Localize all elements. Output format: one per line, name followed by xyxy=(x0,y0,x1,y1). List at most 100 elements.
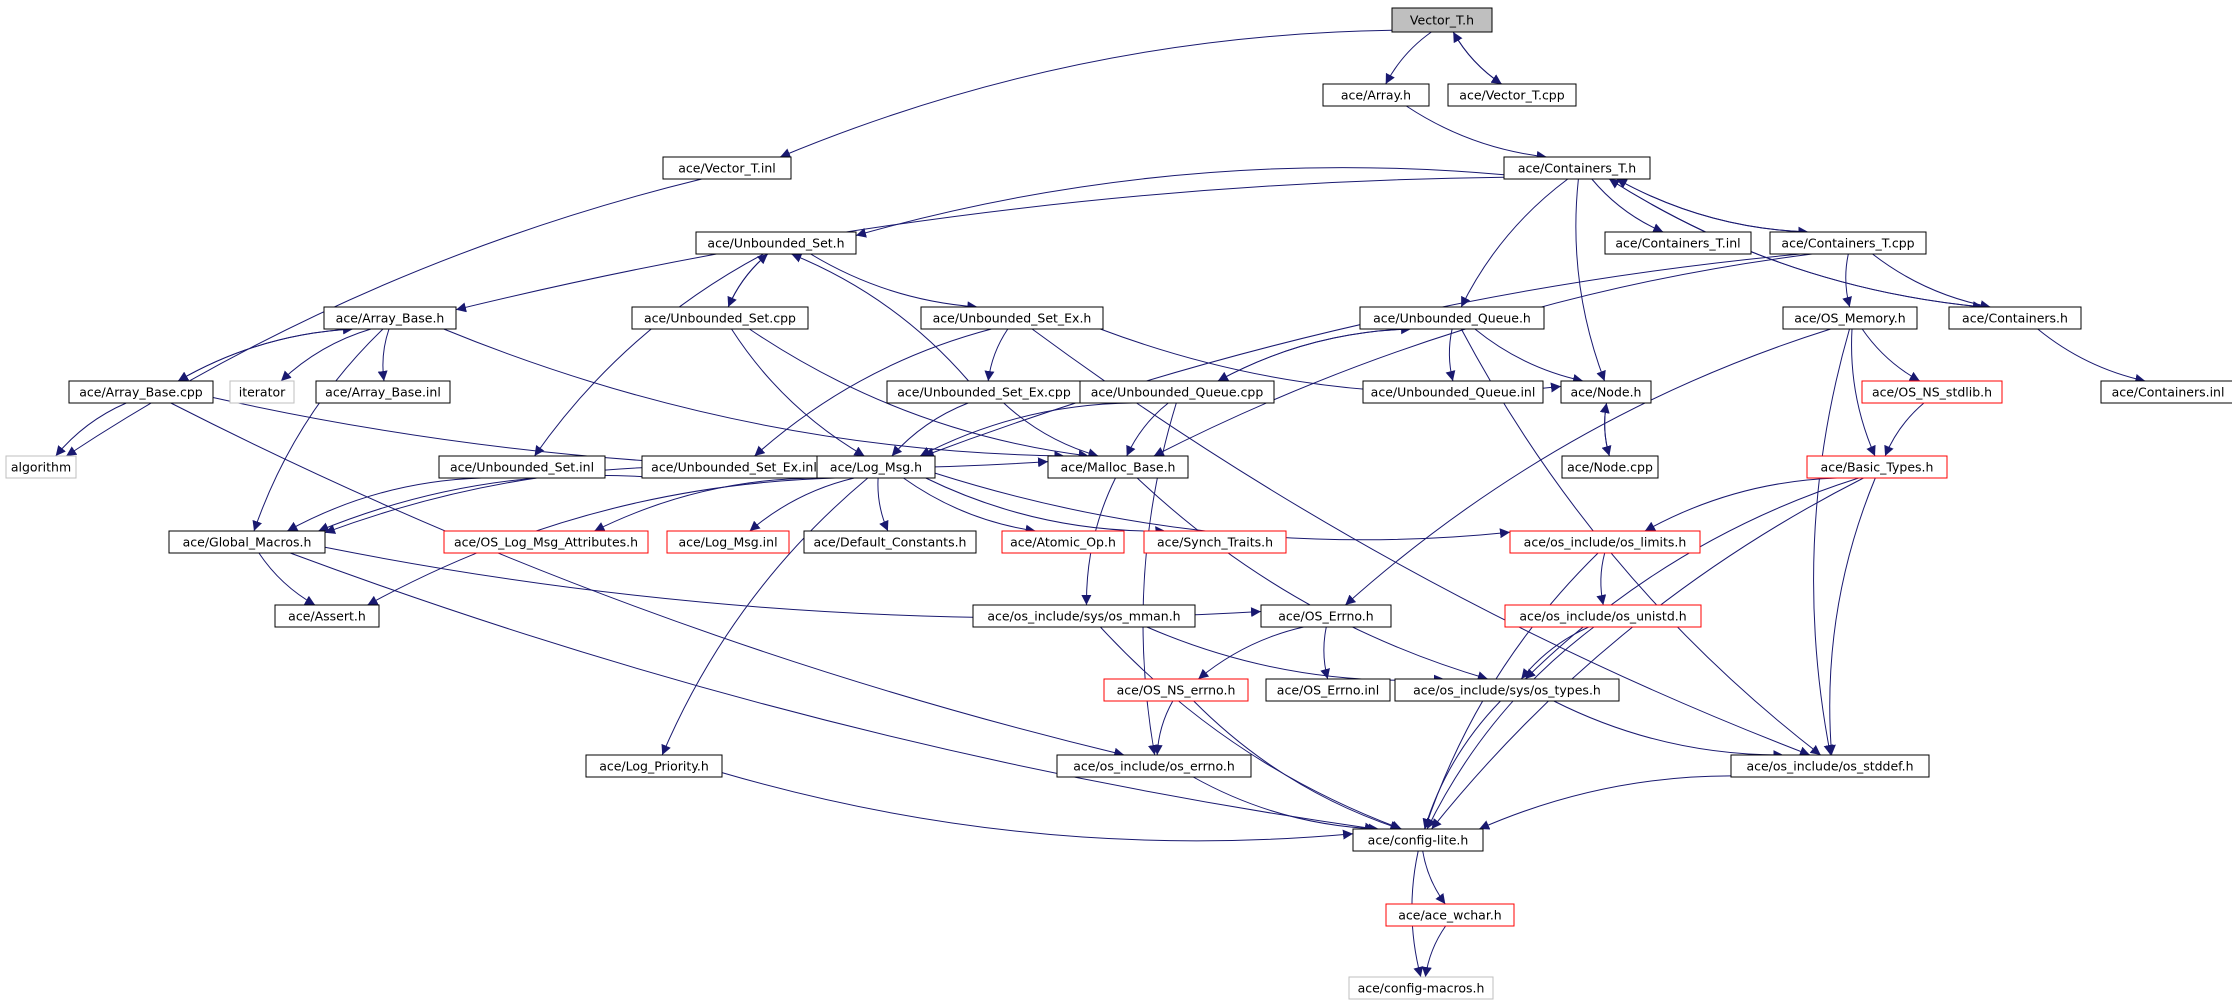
edge-containers_t_cpp-to-containers_h xyxy=(1872,253,1991,311)
node-box xyxy=(1359,306,1545,330)
edge-basic_types_h-to-os_types_h xyxy=(1524,477,1859,680)
edge-global_macros_h-to-config_lite_h xyxy=(290,552,1375,833)
node-assert-h[interactable]: ace/Assert.h xyxy=(274,604,380,628)
node-os-types-h[interactable]: ace/os_include/sys/os_types.h xyxy=(1394,678,1620,702)
node-box xyxy=(1861,380,2003,404)
node-label: ace/OS_Errno.inl xyxy=(1277,683,1379,698)
node-basic-types-h[interactable]: ace/Basic_Types.h xyxy=(1806,455,1948,479)
node-label: ace/Containers_T.cpp xyxy=(1781,236,1914,251)
node-box xyxy=(1504,604,1702,628)
node-unbounded-set-inl[interactable]: ace/Unbounded_Set.inl xyxy=(438,455,606,479)
node-iterator[interactable]: iterator xyxy=(229,380,295,404)
node-array-base-inl[interactable]: ace/Array_Base.inl xyxy=(315,380,451,404)
node-log-priority-h[interactable]: ace/Log_Priority.h xyxy=(585,754,723,778)
node-label: ace/os_include/os_errno.h xyxy=(1073,759,1235,774)
node-unbounded-set-h[interactable]: ace/Unbounded_Set.h xyxy=(695,231,857,255)
node-unbounded-set-ex-cpp[interactable]: ace/Unbounded_Set_Ex.cpp xyxy=(886,380,1082,404)
edge-containers_t_h-to-unbounded_set_h xyxy=(855,167,1505,238)
node-box xyxy=(1352,828,1484,852)
node-synch-traits-h[interactable]: ace/Synch_Traits.h xyxy=(1143,530,1287,554)
edge-array_base_cpp-to-array_base_h xyxy=(177,324,354,382)
node-os-log-msg-attributes-h[interactable]: ace/OS_Log_Msg_Attributes.h xyxy=(443,530,649,554)
edge-os_unistd_h-to-config_lite_h xyxy=(1426,626,1595,830)
node-array-base-h[interactable]: ace/Array_Base.h xyxy=(323,306,457,330)
node-containers-h[interactable]: ace/Containers.h xyxy=(1948,306,2082,330)
node-label: ace/Array_Base.h xyxy=(336,311,445,326)
node-log-msg-h[interactable]: ace/Log_Msg.h xyxy=(816,455,936,479)
edge-basic_types_h-to-os_limits_h xyxy=(1644,477,1838,532)
node-label: ace/Atomic_Op.h xyxy=(1010,535,1116,550)
node-log-msg-inl[interactable]: ace/Log_Msg.inl xyxy=(666,530,790,554)
node-box xyxy=(1265,678,1391,702)
node-containers-inl[interactable]: ace/Containers.inl xyxy=(2100,380,2232,404)
node-box xyxy=(68,380,214,404)
node-ace-wchar-h[interactable]: ace/ace_wchar.h xyxy=(1385,903,1515,927)
edge-unbounded_set_cpp-to-log_msg_h xyxy=(731,328,865,457)
node-box xyxy=(1806,455,1948,479)
node-vector-t-inl[interactable]: ace/Vector_T.inl xyxy=(662,156,792,180)
node-os-stddef-h[interactable]: ace/os_include/os_stddef.h xyxy=(1730,754,1930,778)
edge-unbounded_set_ex_cpp-to-malloc_base_h xyxy=(1003,402,1099,459)
node-vector-t-cpp[interactable]: ace/Vector_T.cpp xyxy=(1447,83,1577,107)
node-array-h[interactable]: ace/Array.h xyxy=(1322,83,1430,107)
node-os-ns-errno-h[interactable]: ace/OS_NS_errno.h xyxy=(1103,678,1249,702)
node-box xyxy=(1782,306,1918,330)
edge-log_msg_h-to-log_priority_h xyxy=(661,477,869,756)
node-config-lite-h[interactable]: ace/config-lite.h xyxy=(1352,828,1484,852)
node-os-errno-inl[interactable]: ace/OS_Errno.inl xyxy=(1265,678,1391,702)
edge-vector_t_h-to-array_h xyxy=(1385,31,1432,85)
edge-vector_t_cpp-to-vector_t_h xyxy=(1452,31,1502,85)
node-unbounded-queue-inl[interactable]: ace/Unbounded_Queue.inl xyxy=(1362,380,1544,404)
node-box xyxy=(803,530,977,554)
edge-os_ns_stdlib_h-to-basic_types_h xyxy=(1884,402,1925,457)
node-label: ace/Log_Msg.inl xyxy=(678,535,777,550)
node-containers-t-inl[interactable]: ace/Containers_T.inl xyxy=(1604,231,1752,255)
node-label: ace/OS_NS_stdlib.h xyxy=(1872,385,1992,400)
node-os-mman-h[interactable]: ace/os_include/sys/os_mman.h xyxy=(972,604,1196,628)
node-box xyxy=(1079,380,1275,404)
edge-unbounded_set_ex_h-to-unbounded_set_ex_cpp xyxy=(984,328,1009,382)
node-box xyxy=(443,530,649,554)
node-global-macros-h[interactable]: ace/Global_Macros.h xyxy=(168,530,326,554)
node-os-memory-h[interactable]: ace/OS_Memory.h xyxy=(1782,306,1918,330)
node-node-cpp[interactable]: ace/Node.cpp xyxy=(1561,455,1659,479)
node-label: ace/Unbounded_Set.inl xyxy=(450,460,594,475)
node-os-include-os-errno-h[interactable]: ace/os_include/os_errno.h xyxy=(1056,754,1252,778)
edge-unbounded_set_h-to-unbounded_set_inl xyxy=(534,253,764,457)
node-node-h[interactable]: ace/Node.h xyxy=(1560,380,1652,404)
node-unbounded-queue-h[interactable]: ace/Unbounded_Queue.h xyxy=(1359,306,1545,330)
edge-basic_types_h-to-os_stddef_h xyxy=(1825,477,1876,756)
node-label: ace/Node.cpp xyxy=(1567,460,1653,475)
node-box xyxy=(1447,83,1577,107)
edge-log_msg_h-to-assert_h xyxy=(367,477,836,606)
node-config-macros-h[interactable]: ace/config-macros.h xyxy=(1348,976,1494,1000)
node-containers-t-cpp[interactable]: ace/Containers_T.cpp xyxy=(1769,231,1927,255)
edge-containers_h-to-containers_inl xyxy=(2037,328,2146,384)
edge-containers_h-to-containers_t_h xyxy=(1608,178,1983,308)
node-malloc-base-h[interactable]: ace/Malloc_Base.h xyxy=(1047,455,1189,479)
node-containers-t-h[interactable]: ace/Containers_T.h xyxy=(1503,156,1651,180)
edge-array_base_cpp-to-algorithm xyxy=(55,402,127,457)
node-os-unistd-h[interactable]: ace/os_include/os_unistd.h xyxy=(1504,604,1702,628)
node-label: ace/Vector_T.inl xyxy=(678,161,776,176)
node-unbounded-set-ex-h[interactable]: ace/Unbounded_Set_Ex.h xyxy=(920,306,1104,330)
edge-log_msg_h-to-default_constants_h xyxy=(877,477,889,532)
edge-unbounded_queue_cpp-to-malloc_base_h xyxy=(1126,402,1169,457)
edge-containers_t_h-to-containers_t_cpp xyxy=(1616,178,1809,237)
node-label: ace/ace_wchar.h xyxy=(1398,908,1501,923)
node-os-limits-h[interactable]: ace/os_include/os_limits.h xyxy=(1509,530,1701,554)
node-unbounded-set-ex-inl[interactable]: ace/Unbounded_Set_Ex.inl xyxy=(641,455,827,479)
node-label: ace/Default_Constants.h xyxy=(814,535,967,550)
node-os-errno-h[interactable]: ace/OS_Errno.h xyxy=(1260,604,1392,628)
node-label: ace/Unbounded_Set_Ex.cpp xyxy=(897,385,1071,400)
node-unbounded-queue-cpp[interactable]: ace/Unbounded_Queue.cpp xyxy=(1079,380,1275,404)
edge-unbounded_queue_h-to-unbounded_queue_cpp xyxy=(1217,328,1412,382)
node-array-base-cpp[interactable]: ace/Array_Base.cpp xyxy=(68,380,214,404)
node-box xyxy=(1056,754,1252,778)
node-unbounded-set-cpp[interactable]: ace/Unbounded_Set.cpp xyxy=(631,306,809,330)
node-atomic-op-h[interactable]: ace/Atomic_Op.h xyxy=(1001,530,1125,554)
node-default-constants-h[interactable]: ace/Default_Constants.h xyxy=(803,530,977,554)
node-algorithm[interactable]: algorithm xyxy=(5,455,77,479)
node-os-ns-stdlib-h[interactable]: ace/OS_NS_stdlib.h xyxy=(1861,380,2003,404)
